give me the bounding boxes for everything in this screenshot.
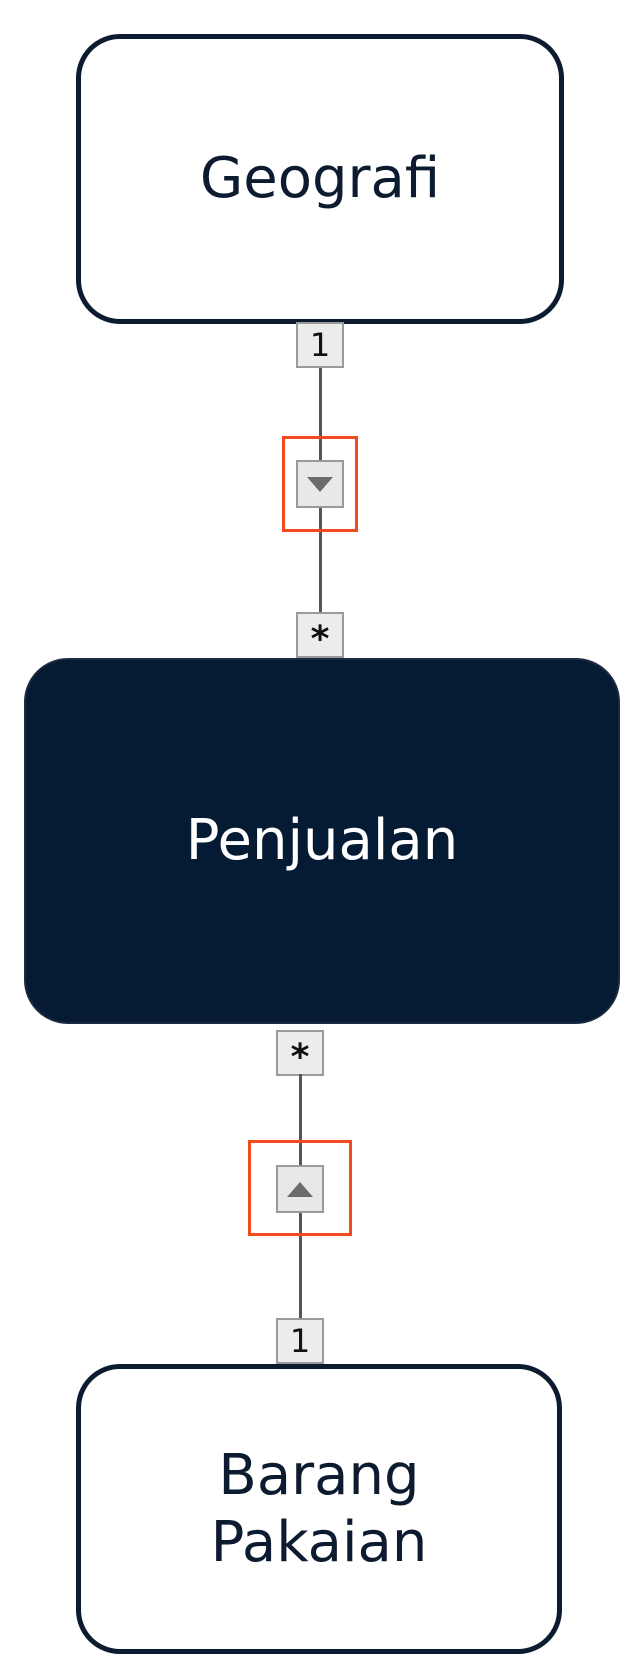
cardinality-label: 1 bbox=[289, 1322, 311, 1360]
cardinality-label: * bbox=[310, 619, 330, 660]
table-node-geografi[interactable]: Geografi bbox=[76, 34, 564, 324]
filter-direction-toggle[interactable] bbox=[276, 1165, 324, 1213]
cardinality-many-badge: * bbox=[276, 1030, 324, 1076]
triangle-down-icon bbox=[307, 476, 333, 492]
highlight-frame bbox=[248, 1140, 352, 1236]
cardinality-one-badge: 1 bbox=[276, 1318, 324, 1364]
table-node-penjualan[interactable]: Penjualan bbox=[24, 658, 620, 1024]
triangle-up-icon bbox=[287, 1181, 313, 1197]
node-label: Penjualan bbox=[185, 808, 459, 874]
cardinality-label: 1 bbox=[309, 326, 331, 364]
filter-direction-toggle[interactable] bbox=[296, 460, 344, 508]
table-node-barang-pakaian[interactable]: Barang Pakaian bbox=[76, 1364, 562, 1654]
cardinality-one-badge: 1 bbox=[296, 322, 344, 368]
cardinality-many-badge: * bbox=[296, 612, 344, 658]
cardinality-label: * bbox=[290, 1037, 310, 1078]
node-label: Geografi bbox=[199, 146, 441, 212]
highlight-frame bbox=[282, 436, 358, 532]
node-label: Barang Pakaian bbox=[210, 1442, 428, 1575]
